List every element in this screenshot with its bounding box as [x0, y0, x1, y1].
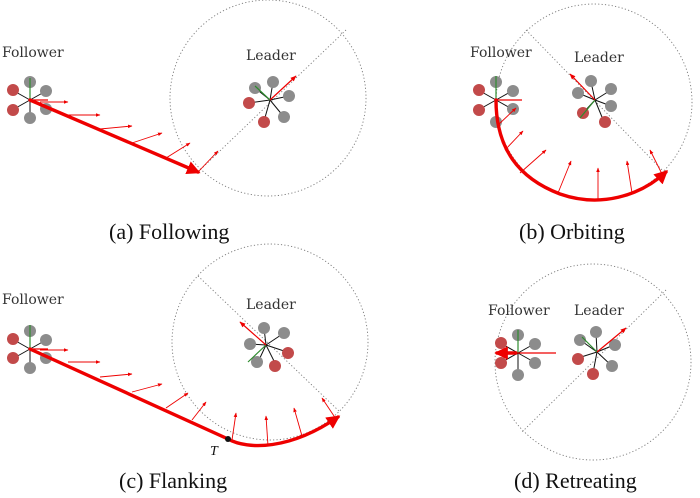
follower-drone: [7, 76, 52, 124]
target-point: [225, 436, 231, 442]
target-point-label: T: [210, 444, 219, 459]
panel-caption: (c) Flanking: [119, 468, 227, 493]
leader-label: Leader: [574, 50, 624, 66]
velocity-vectors: [40, 348, 337, 447]
orbiting-path: [494, 98, 668, 202]
leader-label: Leader: [246, 297, 296, 313]
leader-range-circle: [169, 0, 367, 197]
panel-flanking: Follower Leader: [2, 243, 369, 493]
panel-retreating: Follower Leader: [488, 263, 692, 493]
leader-label: Leader: [246, 48, 296, 64]
range-diameter: [197, 275, 341, 413]
panel-orbiting: Follower Leader: [470, 3, 693, 244]
panel-following: Follower Leader: [2, 0, 367, 244]
leader-range-circle: [494, 263, 692, 461]
leader-range-circle: [171, 243, 369, 441]
follower-drone: [473, 76, 522, 128]
follower-label: Follower: [470, 45, 532, 61]
leader-label: Leader: [574, 303, 624, 319]
follower-label: Follower: [2, 45, 64, 61]
panel-caption: (b) Orbiting: [519, 219, 625, 244]
panel-caption: (a) Following: [109, 219, 229, 244]
follower-label: Follower: [2, 292, 64, 308]
follower-drone: [495, 329, 556, 381]
velocity-vectors: [497, 107, 663, 200]
leader-drone: [569, 73, 617, 128]
velocity-vectors: [40, 100, 219, 173]
follower-label: Follower: [488, 303, 550, 319]
following-path: [28, 98, 201, 174]
panel-caption: (d) Retreating: [514, 468, 637, 493]
flanking-path: [28, 347, 341, 448]
leader-drone: [572, 326, 627, 380]
leader-drone: [239, 321, 294, 372]
leader-drone: [243, 75, 297, 128]
